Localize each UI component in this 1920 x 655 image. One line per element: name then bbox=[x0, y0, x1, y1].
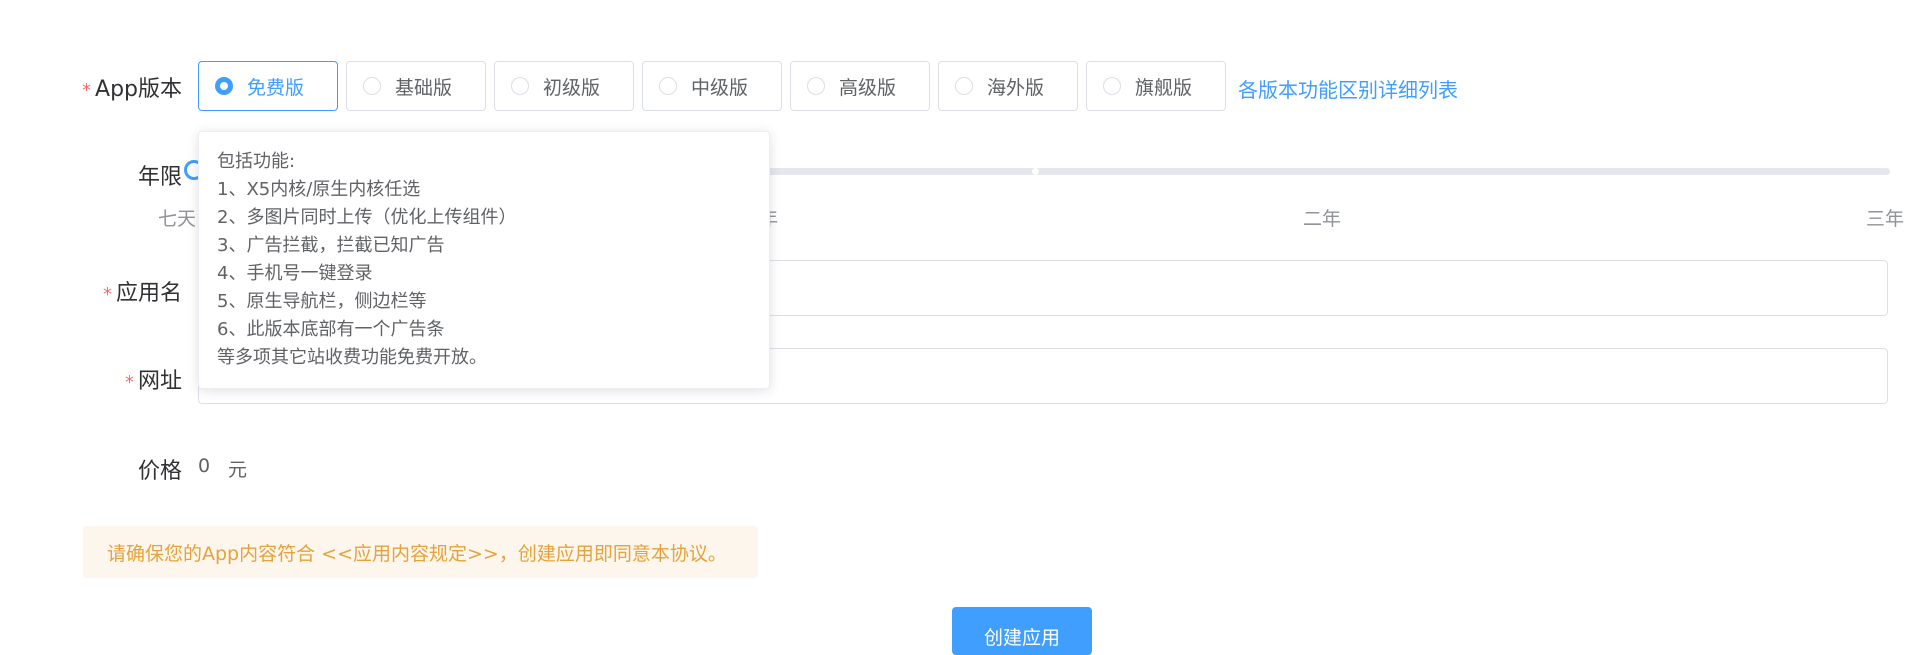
tooltip-line: 5、原生导航栏，侧边栏等 bbox=[217, 291, 427, 312]
radio-dot-icon bbox=[363, 77, 381, 95]
period-mark-3years: 三年 bbox=[1866, 208, 1905, 230]
tooltip-line: 等多项其它站收费功能免费开放。 bbox=[217, 347, 487, 368]
radio-dot-icon bbox=[1103, 77, 1121, 95]
app-version-label-text: App版本 bbox=[95, 77, 182, 102]
version-radio-overseas[interactable]: 海外版 bbox=[938, 61, 1078, 111]
slider-stop bbox=[1032, 168, 1039, 175]
tooltip-line: 3、广告拦截，拦截已知广告 bbox=[217, 235, 445, 256]
period-mark-2years: 二年 bbox=[1303, 208, 1342, 230]
version-radio-label: 初级版 bbox=[543, 76, 601, 99]
version-radio-label: 旗舰版 bbox=[1135, 76, 1193, 99]
radio-dot-icon bbox=[215, 77, 233, 95]
agreement-notice: 请确保您的App内容符合 <<应用内容规定>>，创建应用即同意本协议。 bbox=[83, 526, 758, 578]
price-label: 价格 bbox=[137, 459, 182, 484]
app-version-label: *App版本 bbox=[52, 71, 182, 103]
version-radio-advanced[interactable]: 高级版 bbox=[790, 61, 930, 111]
app-name-label-text: 应用名 bbox=[115, 281, 182, 306]
tooltip-line: 包括功能: bbox=[217, 151, 296, 172]
price-unit: 元 bbox=[228, 459, 248, 481]
period-slider-track[interactable] bbox=[190, 168, 1890, 175]
version-radio-label: 高级版 bbox=[839, 76, 897, 99]
radio-dot-icon bbox=[659, 77, 677, 95]
required-mark: * bbox=[102, 284, 112, 305]
version-radio-label: 海外版 bbox=[987, 76, 1045, 99]
url-label-text: 网址 bbox=[137, 369, 182, 394]
app-name-label: *应用名 bbox=[52, 275, 182, 307]
version-radio-free[interactable]: 免费版 bbox=[198, 61, 338, 111]
version-radio-label: 免费版 bbox=[247, 76, 305, 99]
version-radio-label: 基础版 bbox=[395, 76, 453, 99]
version-radio-intermediate[interactable]: 中级版 bbox=[642, 61, 782, 111]
period-mark-7days: 七天 bbox=[158, 208, 197, 230]
agreement-notice-text: 请确保您的App内容符合 <<应用内容规定>>，创建应用即同意本协议。 bbox=[107, 542, 727, 565]
version-radio-beginner[interactable]: 初级版 bbox=[494, 61, 634, 111]
version-radio-flagship[interactable]: 旗舰版 bbox=[1086, 61, 1226, 111]
radio-dot-icon bbox=[955, 77, 973, 95]
tooltip-line: 2、多图片同时上传（优化上传组件） bbox=[217, 207, 517, 228]
tooltip-line: 6、此版本底部有一个广告条 bbox=[217, 319, 445, 340]
period-label: 年限 bbox=[137, 165, 182, 190]
version-radio-basic[interactable]: 基础版 bbox=[346, 61, 486, 111]
tooltip-line: 1、X5内核/原生内核任选 bbox=[217, 179, 421, 200]
tooltip-line: 4、手机号一键登录 bbox=[217, 263, 373, 284]
radio-dot-icon bbox=[511, 77, 529, 95]
price-value: 0 bbox=[198, 455, 211, 477]
version-features-tooltip: 包括功能: 1、X5内核/原生内核任选 2、多图片同时上传（优化上传组件） 3、… bbox=[198, 131, 770, 389]
version-radio-label: 中级版 bbox=[691, 76, 749, 99]
version-compare-link[interactable]: 各版本功能区别详细列表 bbox=[1238, 78, 1458, 102]
required-mark: * bbox=[124, 372, 134, 393]
required-mark: * bbox=[82, 80, 92, 101]
radio-dot-icon bbox=[807, 77, 825, 95]
url-label: *网址 bbox=[52, 363, 182, 395]
create-app-button[interactable]: 创建应用 bbox=[952, 607, 1092, 655]
